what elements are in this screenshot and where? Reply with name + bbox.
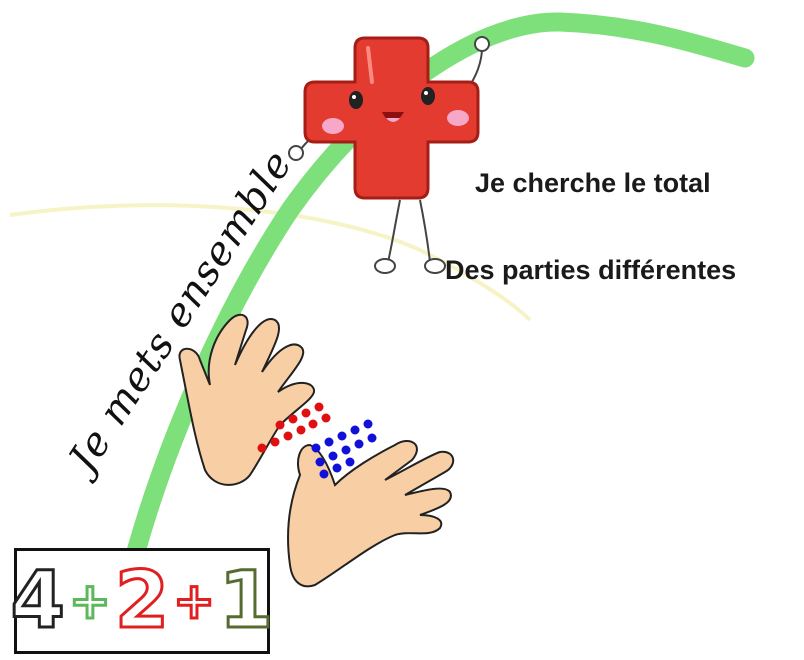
red-dots-icon <box>257 402 331 453</box>
left-hand-icon <box>178 313 315 486</box>
right-hand-icon <box>287 440 455 588</box>
caption-total: Je cherche le total <box>475 168 711 198</box>
equation-term-1: 4 <box>9 556 66 646</box>
equation-term-3: 1 <box>218 556 275 646</box>
equation-plus-1: + <box>67 572 112 630</box>
blue-dots-icon <box>311 419 377 479</box>
yellow-swoosh <box>9 203 532 322</box>
caption-parts: Des parties différentes <box>445 255 737 285</box>
equation-plus-2: + <box>172 572 217 630</box>
equation-box: 4 + 2 + 1 <box>9 548 275 654</box>
equation-term-2: 2 <box>113 556 170 646</box>
plus-sign-mascot-icon <box>288 36 490 274</box>
